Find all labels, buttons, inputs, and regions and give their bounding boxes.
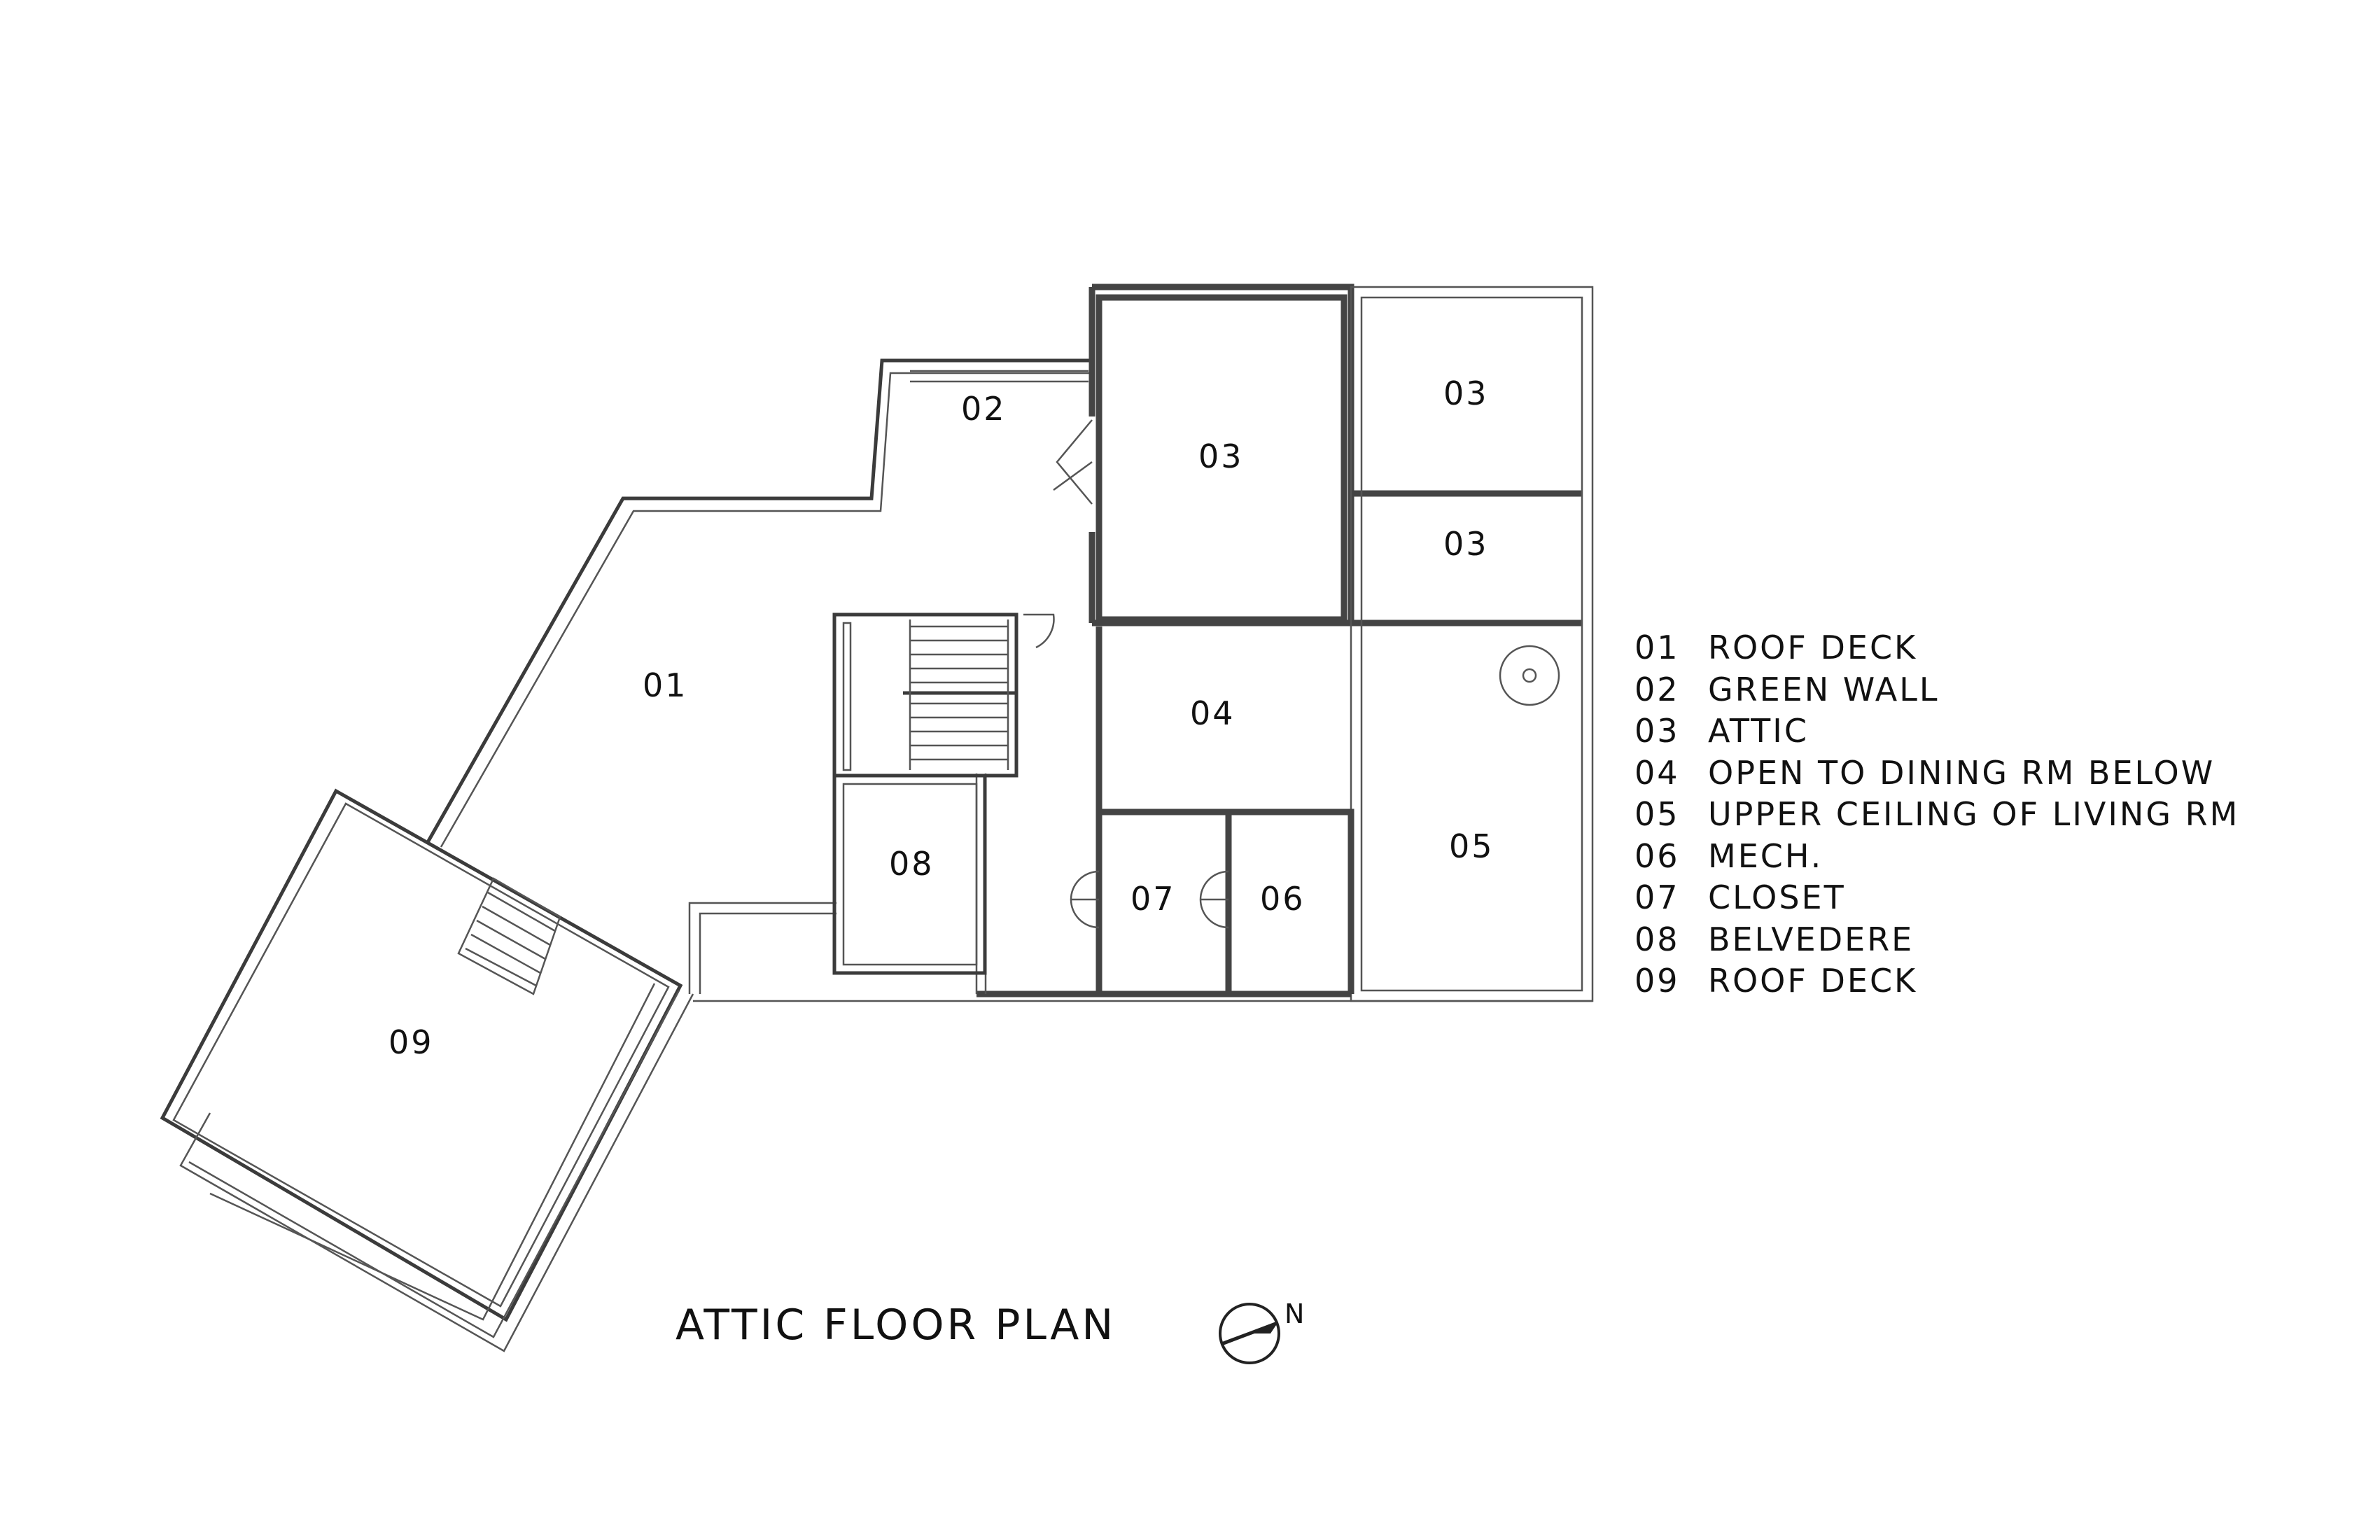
- room-label-05: 05: [1449, 827, 1494, 865]
- legend-number: 03: [1634, 712, 1680, 750]
- stair-and-belvedere-08: [832, 612, 1055, 975]
- room-label-03c: 03: [1443, 525, 1489, 563]
- legend-number: 06: [1634, 836, 1680, 875]
- room-label-09: 09: [388, 1023, 434, 1061]
- legend-name: ROOF DECK: [1708, 629, 1918, 666]
- legend-row: 02 GREEN WALL: [1634, 671, 2239, 713]
- room-label-06: 06: [1260, 880, 1306, 918]
- room-label-01: 01: [643, 666, 688, 704]
- legend-number: 08: [1634, 920, 1680, 958]
- roof-deck-01-outline: [425, 358, 1092, 1002]
- room-label-03b: 03: [1443, 374, 1489, 412]
- drawing-title: ATTIC FLOOR PLAN: [676, 1301, 1116, 1350]
- room-label-04: 04: [1190, 694, 1236, 732]
- legend-row: 03 ATTIC: [1634, 712, 2239, 754]
- room-label-03a: 03: [1198, 438, 1244, 475]
- legend-number: 07: [1634, 878, 1680, 916]
- legend-name: ATTIC: [1708, 712, 1809, 750]
- legend-row: 07 CLOSET: [1634, 878, 2239, 920]
- legend-number: 02: [1634, 670, 1680, 708]
- legend-name: ROOF DECK: [1708, 962, 1918, 1000]
- closet-doors: [1070, 870, 1229, 929]
- legend-row: 01 ROOF DECK: [1634, 629, 2239, 671]
- roof-deck-09-outline: [160, 788, 694, 1352]
- north-label: N: [1284, 1298, 1304, 1329]
- legend-row: 04 OPEN TO DINING RM BELOW: [1634, 754, 2239, 796]
- legend-name: GREEN WALL: [1708, 670, 1940, 708]
- legend-name: BELVEDERE: [1708, 920, 1914, 958]
- legend-row: 05 UPPER CEILING OF LIVING RM: [1634, 795, 2239, 837]
- legend-number: 05: [1634, 795, 1680, 833]
- green-wall-02: [910, 370, 1088, 383]
- legend-row: 09 ROOF DECK: [1634, 962, 2239, 1004]
- room-label-07: 07: [1130, 880, 1176, 918]
- north-arrow-icon: N: [1219, 1298, 1304, 1364]
- legend-row: 08 BELVEDERE: [1634, 920, 2239, 962]
- legend-number: 09: [1634, 962, 1680, 1000]
- legend-name: MECH.: [1708, 836, 1823, 875]
- legend-number: 01: [1634, 629, 1680, 666]
- legend-row: 06 MECH.: [1634, 837, 2239, 879]
- legend-name: OPEN TO DINING RM BELOW: [1708, 753, 2216, 792]
- legend-number: 04: [1634, 753, 1680, 792]
- legend-name: CLOSET: [1708, 878, 1846, 916]
- core-walls: [975, 284, 1594, 1002]
- legend-name: UPPER CEILING OF LIVING RM: [1708, 795, 2240, 833]
- ceiling-fixture: [1499, 645, 1560, 706]
- room-label-02: 02: [961, 390, 1007, 428]
- room-label-08: 08: [889, 845, 934, 883]
